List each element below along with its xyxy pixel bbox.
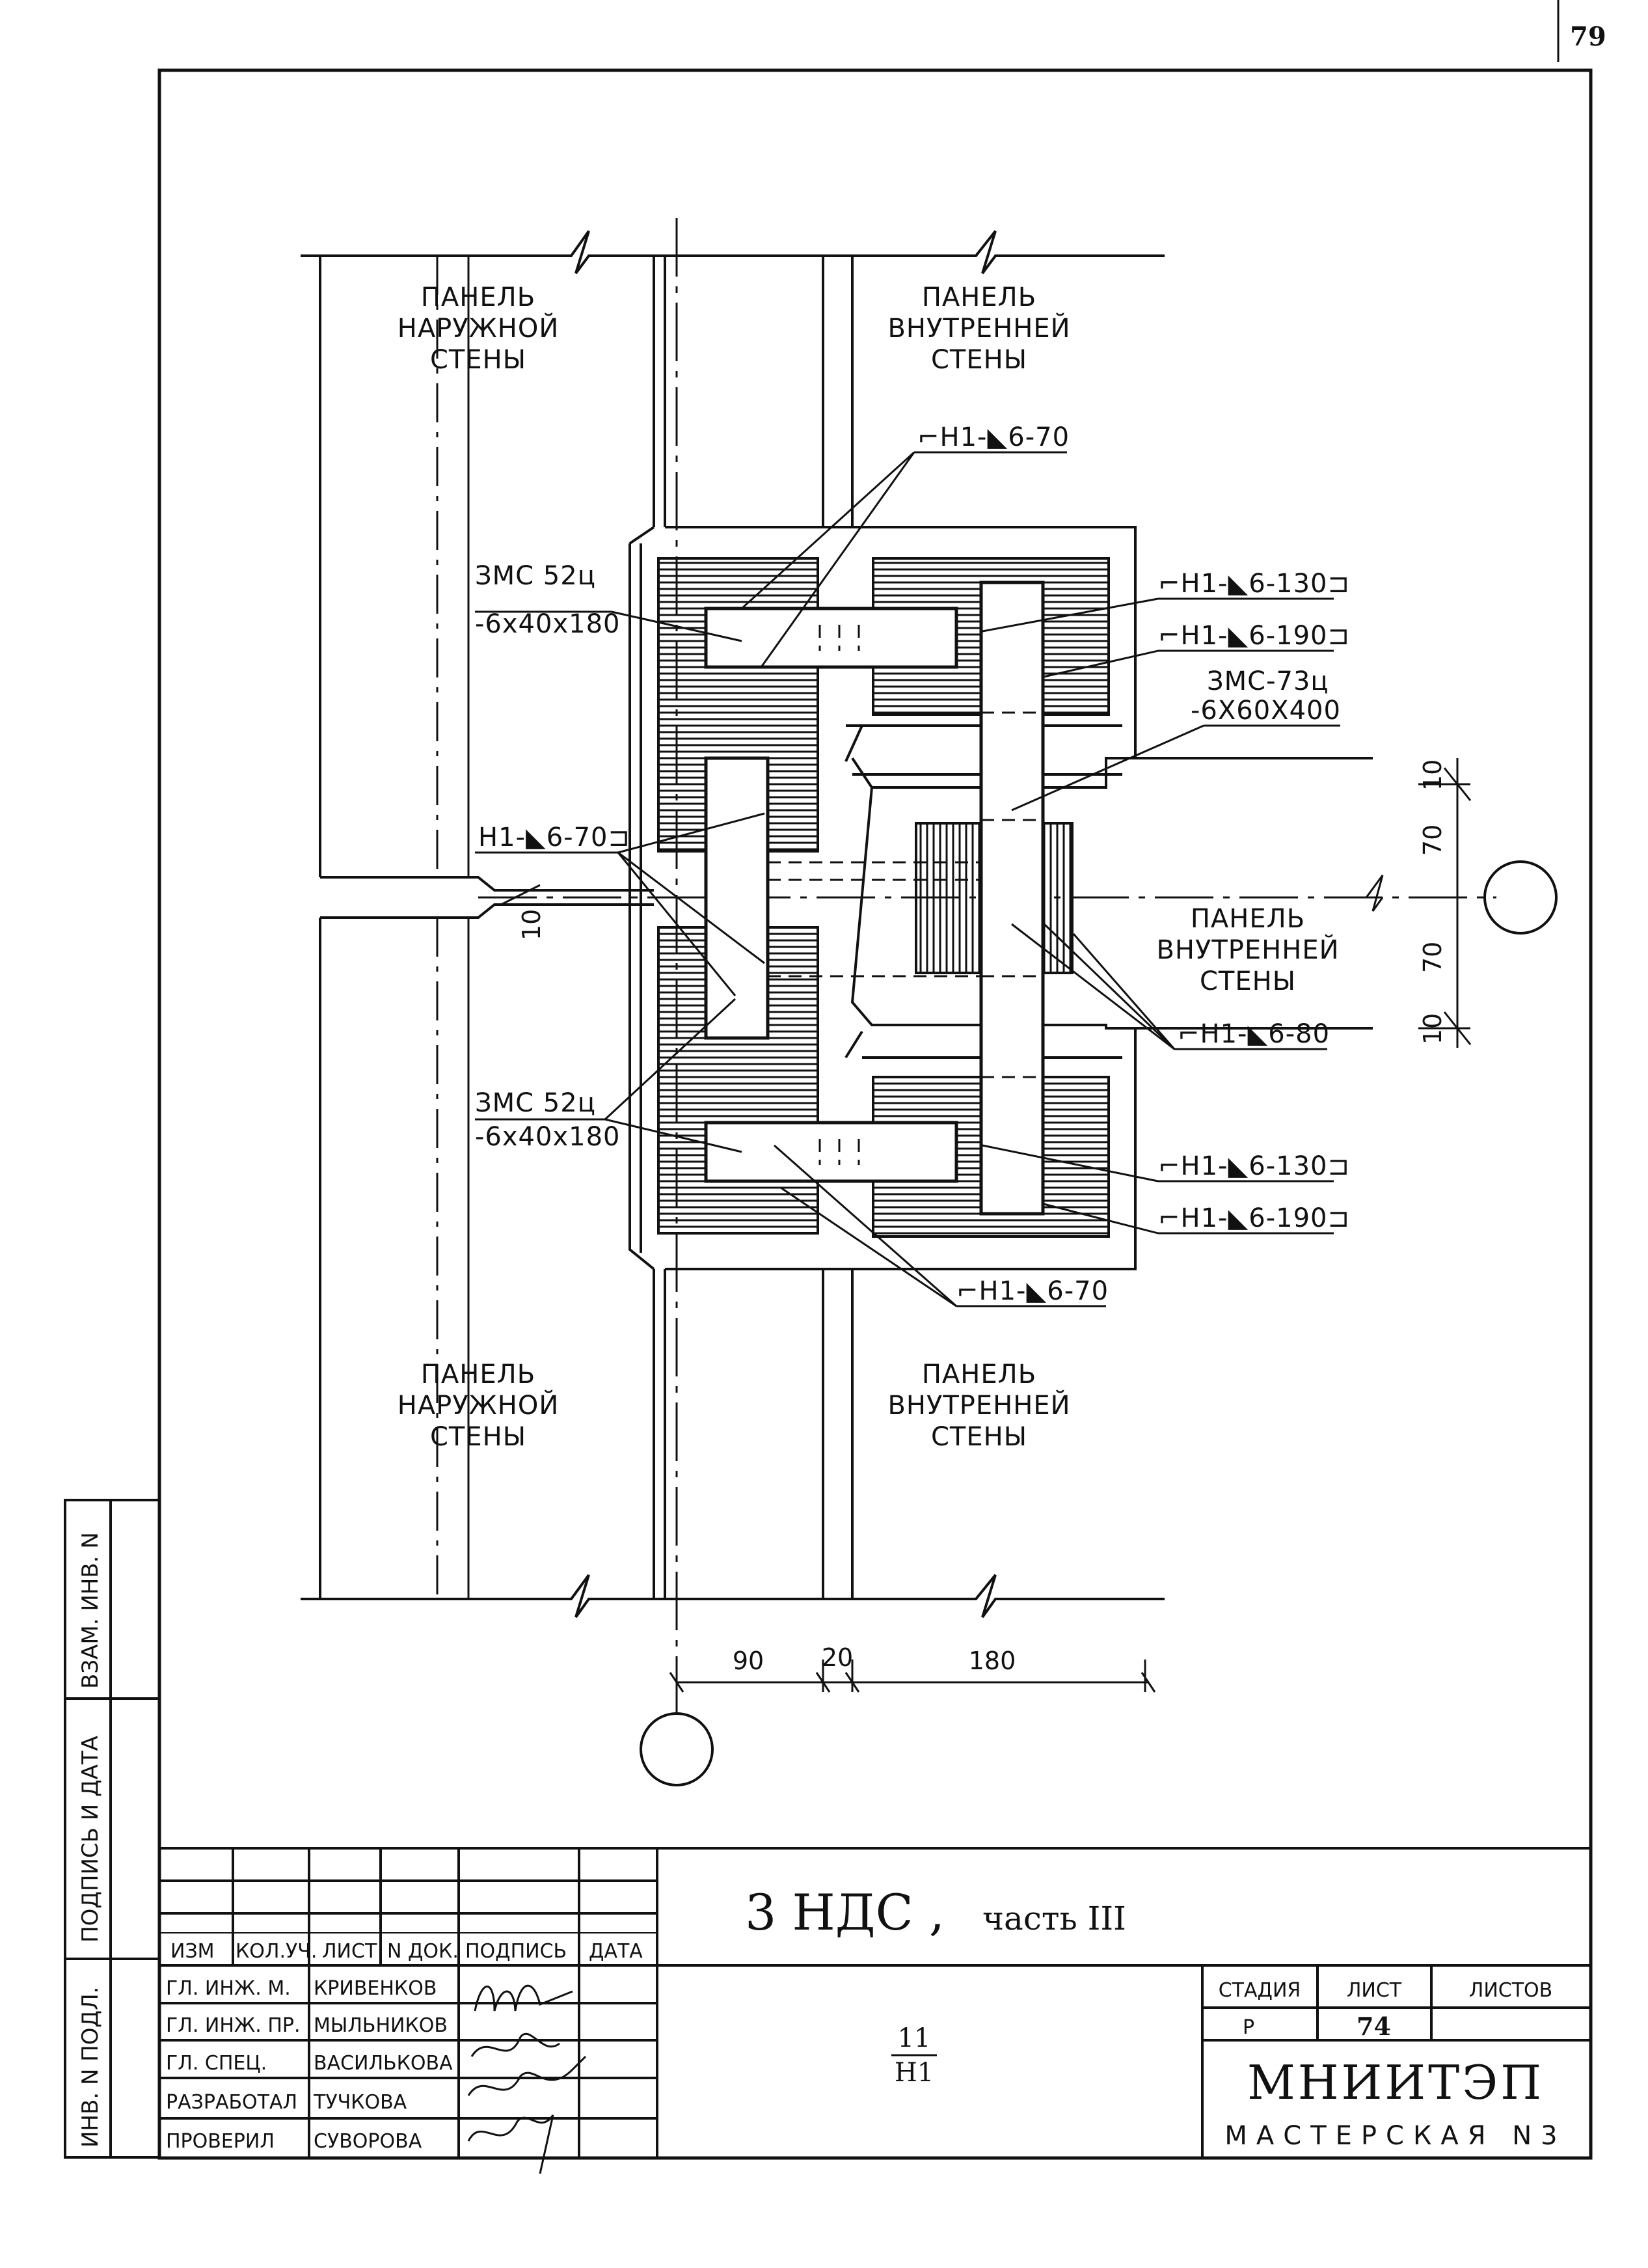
label-inner-right-3: СТЕНЫ <box>1200 966 1296 996</box>
label-inner-bottom-1: ПАНЕЛЬ <box>922 1359 1036 1389</box>
header-data: ДАТА <box>589 1940 643 1963</box>
row-name-4: ТУЧКОВА <box>313 2091 407 2114</box>
sheet-fraction-top: 11 <box>898 2023 931 2053</box>
row-role-1: ГЛ. ИНЖ. М. <box>166 1977 291 2000</box>
plate-top-size: -6х40х180 <box>475 609 620 639</box>
plate-left-vertical <box>704 756 770 1040</box>
plate-top-horizontal <box>704 607 958 669</box>
row-role-5: ПРОВЕРИЛ <box>166 2130 275 2153</box>
row-name-1: КРИВЕНКОВ <box>314 1977 437 2000</box>
label-outer-bottom-2: НАРУЖНОЙ <box>398 1389 560 1421</box>
label-inner-top-2: ВНУТРЕННЕЙ <box>887 312 1070 344</box>
org-name: МНИИТЭП <box>1247 2055 1544 2110</box>
plate-top-mark: ЗМС 52ц <box>475 561 596 591</box>
title-block-grid <box>159 1847 1591 2158</box>
row-role-3: ГЛ. СПЕЦ. <box>166 2052 267 2075</box>
header-izm: ИЗМ <box>170 1940 215 1963</box>
plate-center-vertical <box>979 581 1045 1216</box>
sheet-fraction-bottom: Н1 <box>895 2058 934 2088</box>
plate-bottom-size: -6х40х180 <box>475 1122 620 1152</box>
label-outer-bottom-3: СТЕНЫ <box>430 1422 526 1452</box>
label-outer-top-2: НАРУЖНОЙ <box>398 312 560 344</box>
header-podpis: ПОДПИСЬ <box>465 1940 567 1963</box>
org-dept: МАСТЕРСКАЯ N3 <box>1224 2121 1566 2151</box>
stamp-vzam-inv: ВЗАМ. ИНВ. N <box>77 1532 103 1689</box>
callout-130-top: ⌐Н1-◣6-130⊐ <box>1158 569 1350 599</box>
callout-bottom-weld: ⌐Н1-◣6-70 <box>956 1276 1109 1306</box>
panel-labels: ПАНЕЛЬ НАРУЖНОЙ СТЕНЫ ПАНЕЛЬ ВНУТРЕННЕЙ … <box>398 282 1339 1452</box>
plate-center-mark: ЗМС-73ц <box>1207 666 1329 696</box>
label-stage: СТАДИЯ <box>1219 1979 1301 2002</box>
dim-10-bottom: 10 <box>1418 1013 1447 1045</box>
dimension-lines <box>500 758 1472 1693</box>
dim-10-gap: 10 <box>517 909 546 940</box>
plate-center-size: -6Х60Х400 <box>1191 696 1341 726</box>
plate-bottom-mark: ЗМС 52ц <box>475 1088 596 1118</box>
label-sheets: ЛИСТОВ <box>1469 1979 1552 2002</box>
label-inner-right-1: ПАНЕЛЬ <box>1191 904 1305 934</box>
callout-190-bottom: ⌐Н1-◣6-190⊐ <box>1158 1203 1350 1233</box>
axis-bubble-right <box>1483 860 1558 935</box>
row-role-2: ГЛ. ИНЖ. ПР. <box>166 2014 301 2037</box>
row-role-4: РАЗРАБОТАЛ <box>166 2091 297 2114</box>
dim-70-top: 70 <box>1418 825 1447 856</box>
handwritten-signatures <box>467 1984 587 2174</box>
callout-130-bottom: ⌐Н1-◣6-130⊐ <box>1158 1151 1350 1181</box>
callout-top-weld: ⌐Н1-◣6-70 <box>917 422 1070 452</box>
label-outer-bottom-1: ПАНЕЛЬ <box>421 1359 535 1389</box>
label-inner-bottom-2: ВНУТРЕННЕЙ <box>887 1389 1070 1421</box>
leader-lines <box>475 451 1340 1307</box>
dim-70-bottom: 70 <box>1418 942 1447 973</box>
callout-left-mid: Н1-◣6-70⊐ <box>478 823 630 853</box>
row-name-3: ВАСИЛЬКОВА <box>314 2052 453 2075</box>
stamp-podpis-data: ПОДПИСЬ И ДАТА <box>77 1736 103 1943</box>
label-inner-right-2: ВНУТРЕННЕЙ <box>1156 934 1339 965</box>
break-line-top <box>301 230 1165 275</box>
side-stamp <box>64 1499 161 2159</box>
project-title-part: часть III <box>982 1900 1126 1937</box>
header-ndok: N ДОК. <box>387 1940 459 1963</box>
callout-190-top: ⌐Н1-◣6-190⊐ <box>1158 621 1350 651</box>
label-inner-top-3: СТЕНЫ <box>931 345 1027 375</box>
label-inner-top-1: ПАНЕЛЬ <box>922 282 1036 312</box>
value-sheet: 74 <box>1357 2012 1391 2041</box>
header-list: ЛИСТ <box>322 1940 377 1963</box>
joint-plan-drawing <box>301 218 1558 1786</box>
sheet-frame <box>157 68 1593 2160</box>
steel-plates <box>704 581 1045 1216</box>
axis-bubble-bottom <box>640 1712 714 1786</box>
project-title-main: 3 НДС , <box>745 1883 945 1941</box>
callout-80: ⌐Н1-◣6-80 <box>1178 1019 1330 1049</box>
dim-20: 20 <box>822 1643 853 1672</box>
row-name-2: МЫЛЬНИКОВ <box>314 2014 448 2037</box>
label-sheet: ЛИСТ <box>1347 1979 1402 2002</box>
label-inner-bottom-3: СТЕНЫ <box>931 1422 1027 1452</box>
dim-180: 180 <box>969 1646 1016 1675</box>
page-number: 79 <box>1570 21 1606 52</box>
dimension-texts: 10 70 70 10 10 90 20 180 <box>517 759 1447 1675</box>
header-kol: КОЛ.УЧ. <box>236 1940 317 1963</box>
value-stage: Р <box>1243 2016 1254 2039</box>
stamp-inv-podl: ИНВ. N ПОДЛ. <box>77 1987 103 2148</box>
callouts: ⌐Н1-◣6-70 ЗМС 52ц -6х40х180 ⌐Н1-◣6-130⊐ … <box>475 422 1350 1306</box>
label-outer-top-1: ПАНЕЛЬ <box>421 282 535 312</box>
dim-10-top: 10 <box>1418 759 1447 791</box>
break-line-bottom <box>301 1574 1165 1619</box>
dim-90: 90 <box>733 1646 764 1675</box>
label-outer-top-3: СТЕНЫ <box>430 345 526 375</box>
row-name-5: СУВОРОВА <box>314 2130 422 2153</box>
plate-bottom-horizontal <box>704 1121 958 1183</box>
